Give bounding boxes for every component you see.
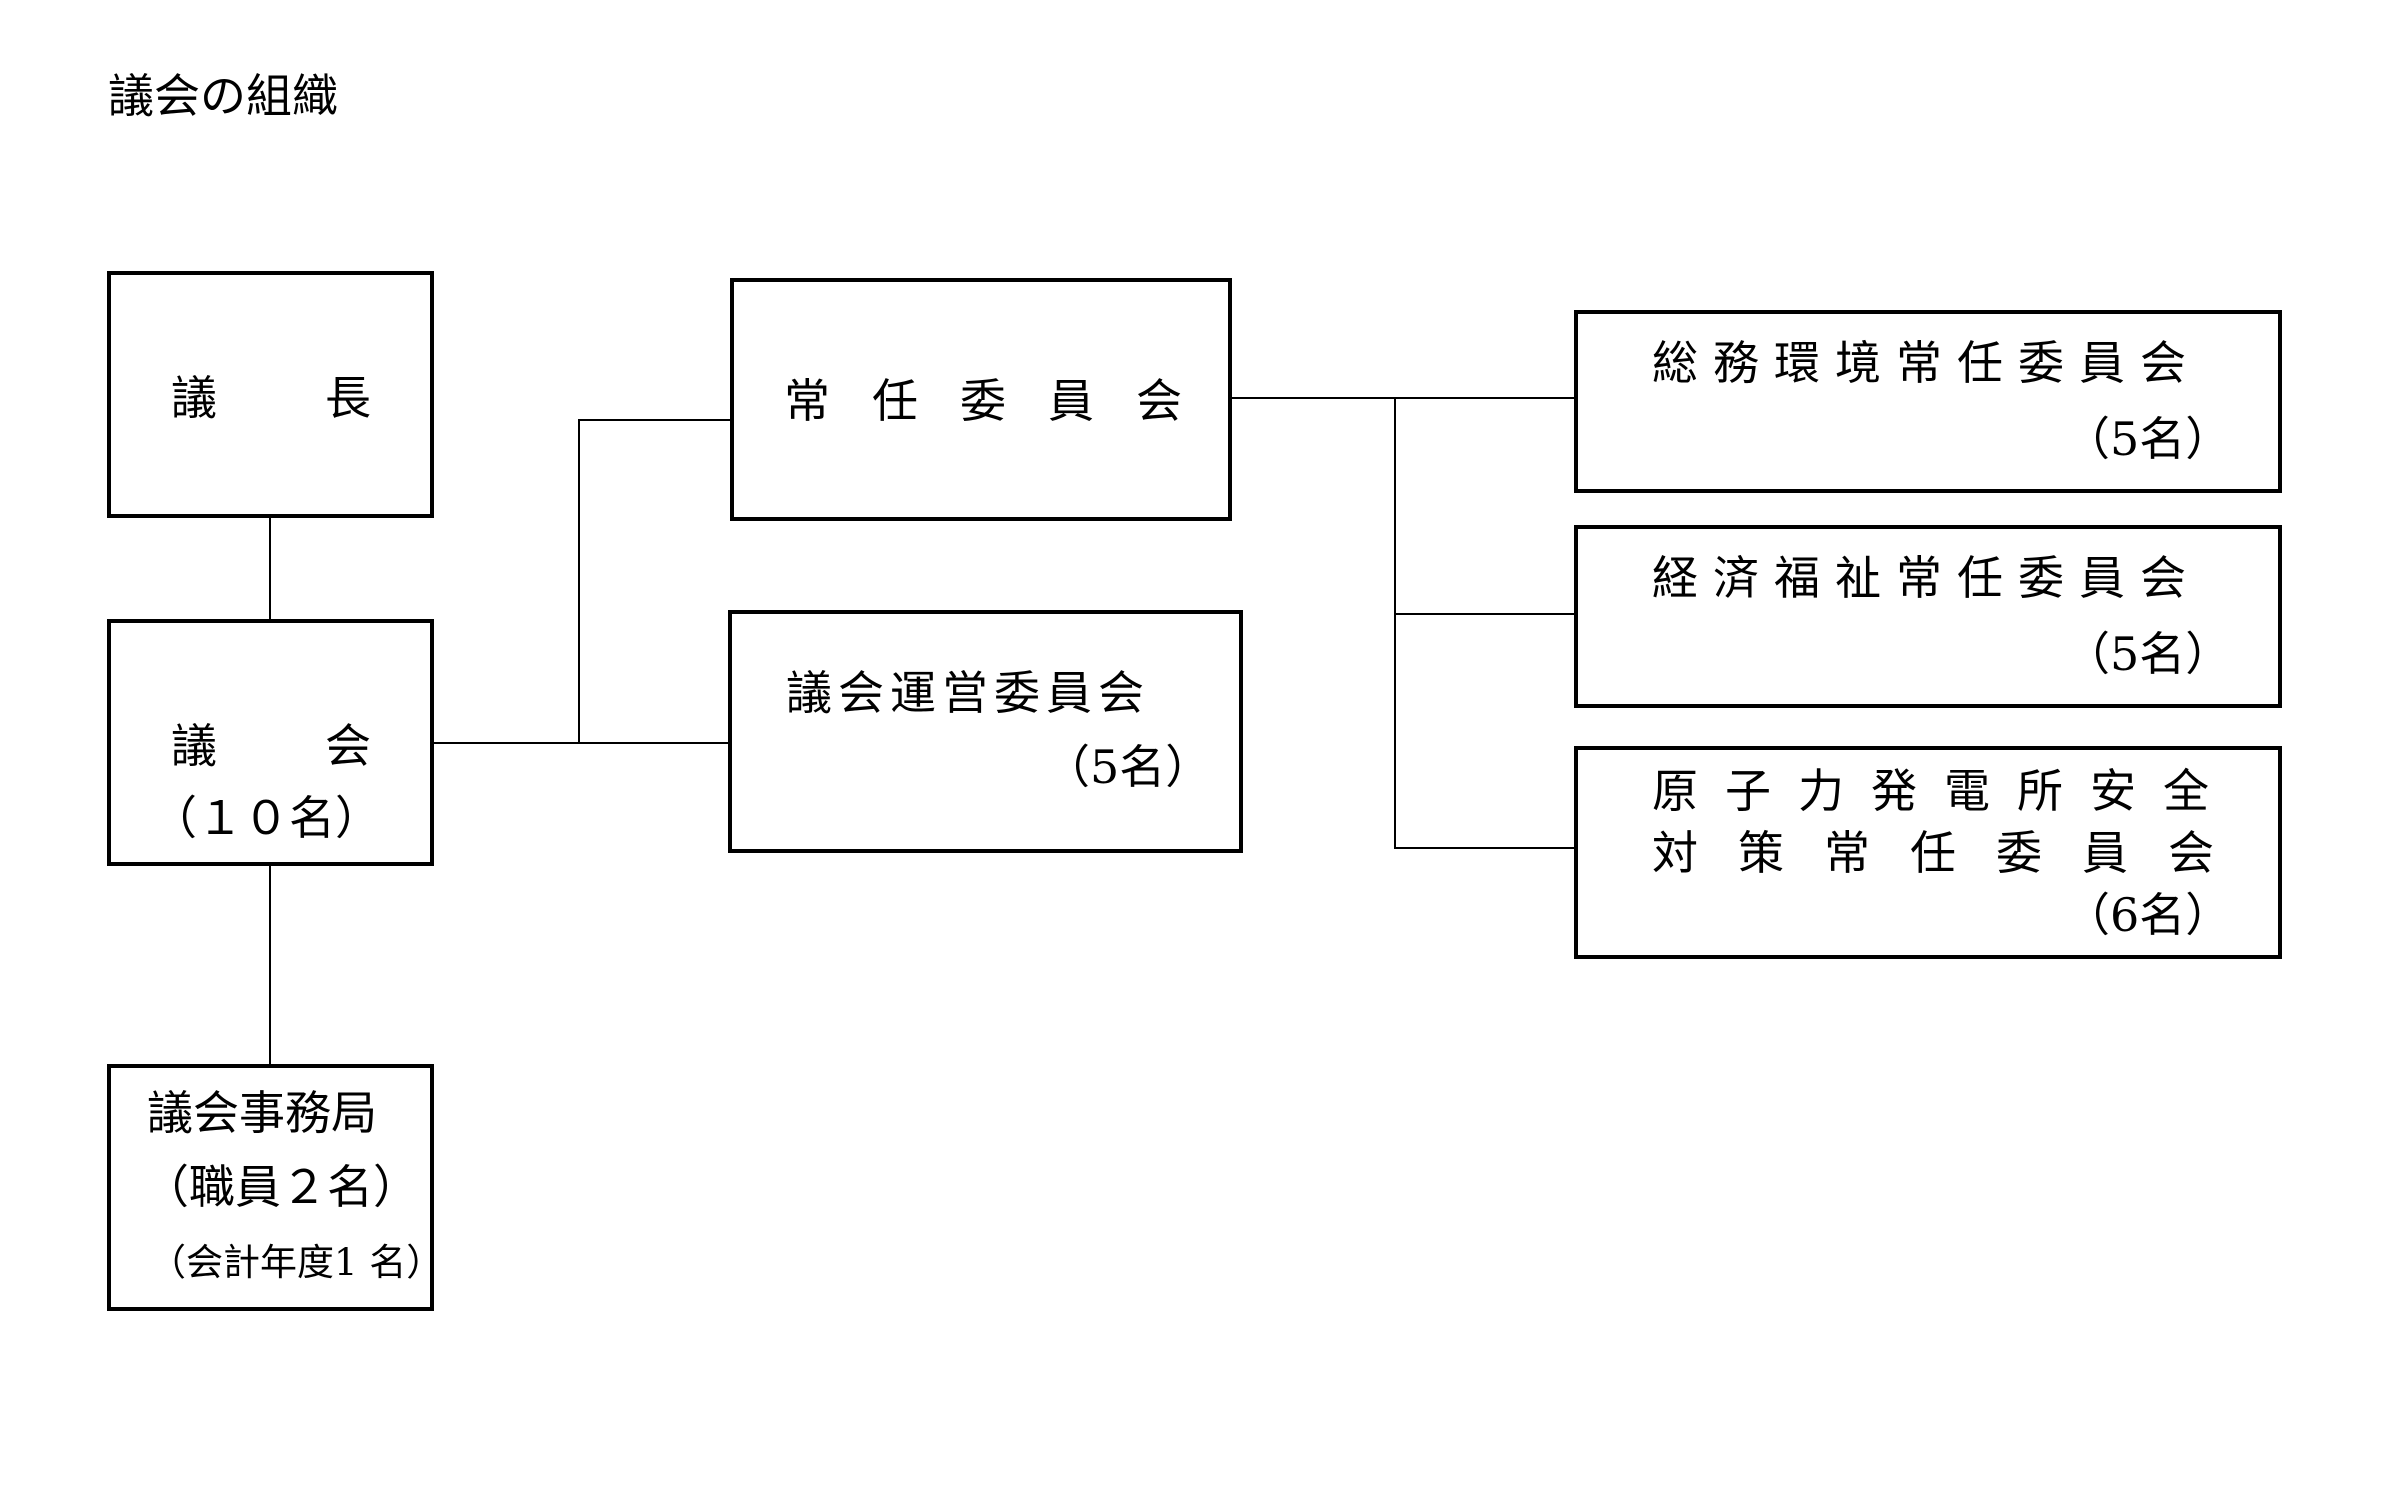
economy-welfare-committee-count: （5名） bbox=[2064, 627, 2232, 681]
connector-standing-trunk bbox=[1394, 397, 1396, 849]
nuclear-safety-committee-name-line1: 原子力発電所安全 bbox=[1652, 764, 2236, 818]
secretariat-staff: （職員２名） bbox=[143, 1160, 419, 1214]
connector-to-standing bbox=[578, 419, 732, 421]
steering-committee-count: （5名） bbox=[1044, 740, 1212, 794]
general-affairs-committee-box: 総務環境常任委員会 （5名） bbox=[1574, 310, 2282, 493]
secretariat-box: 議会事務局 （職員２名） （会計年度1 名） bbox=[107, 1064, 443, 1311]
secretariat-name: 議会事務局 bbox=[147, 1086, 377, 1140]
connector-assembly-secretariat bbox=[269, 866, 271, 1066]
secretariat-accounting: （会計年度1 名） bbox=[149, 1241, 444, 1284]
chair-box: 議 長 bbox=[107, 271, 434, 518]
general-affairs-committee-name: 総務環境常任委員会 bbox=[1652, 336, 2201, 390]
assembly-box: 議 会 （１０名） bbox=[107, 619, 434, 866]
economy-welfare-committee-name: 経済福祉常任委員会 bbox=[1652, 551, 2201, 605]
steering-committee-box: 議会運営委員会 （5名） bbox=[728, 610, 1243, 853]
connector-committee-trunk bbox=[578, 419, 580, 744]
page-title: 議会の組織 bbox=[108, 69, 338, 123]
connector-standing-branch bbox=[1232, 397, 1576, 399]
connector-to-economy bbox=[1394, 613, 1576, 615]
chair-label-1: 議 bbox=[171, 371, 217, 425]
connector-chair-assembly bbox=[269, 516, 271, 620]
standing-committee-name: 常任委員会 bbox=[784, 374, 1224, 428]
chair-label-2: 長 bbox=[325, 371, 371, 425]
economy-welfare-committee-box: 経済福祉常任委員会 （5名） bbox=[1574, 525, 2282, 708]
nuclear-safety-committee-box: 原子力発電所安全 対策常任委員会 （6名） bbox=[1574, 746, 2282, 959]
assembly-count: （１０名） bbox=[151, 791, 381, 845]
connector-assembly-branch bbox=[434, 742, 730, 744]
nuclear-safety-committee-count: （6名） bbox=[2064, 888, 2232, 942]
standing-committee-box: 常任委員会 bbox=[730, 278, 1232, 521]
assembly-label-2: 会 bbox=[325, 719, 371, 773]
connector-to-nuclear bbox=[1394, 847, 1576, 849]
general-affairs-committee-count: （5名） bbox=[2064, 412, 2232, 466]
steering-committee-name: 議会運営委員会 bbox=[786, 666, 1150, 720]
assembly-label-1: 議 bbox=[171, 719, 217, 773]
nuclear-safety-committee-name-line2: 対策常任委員会 bbox=[1652, 826, 2254, 880]
